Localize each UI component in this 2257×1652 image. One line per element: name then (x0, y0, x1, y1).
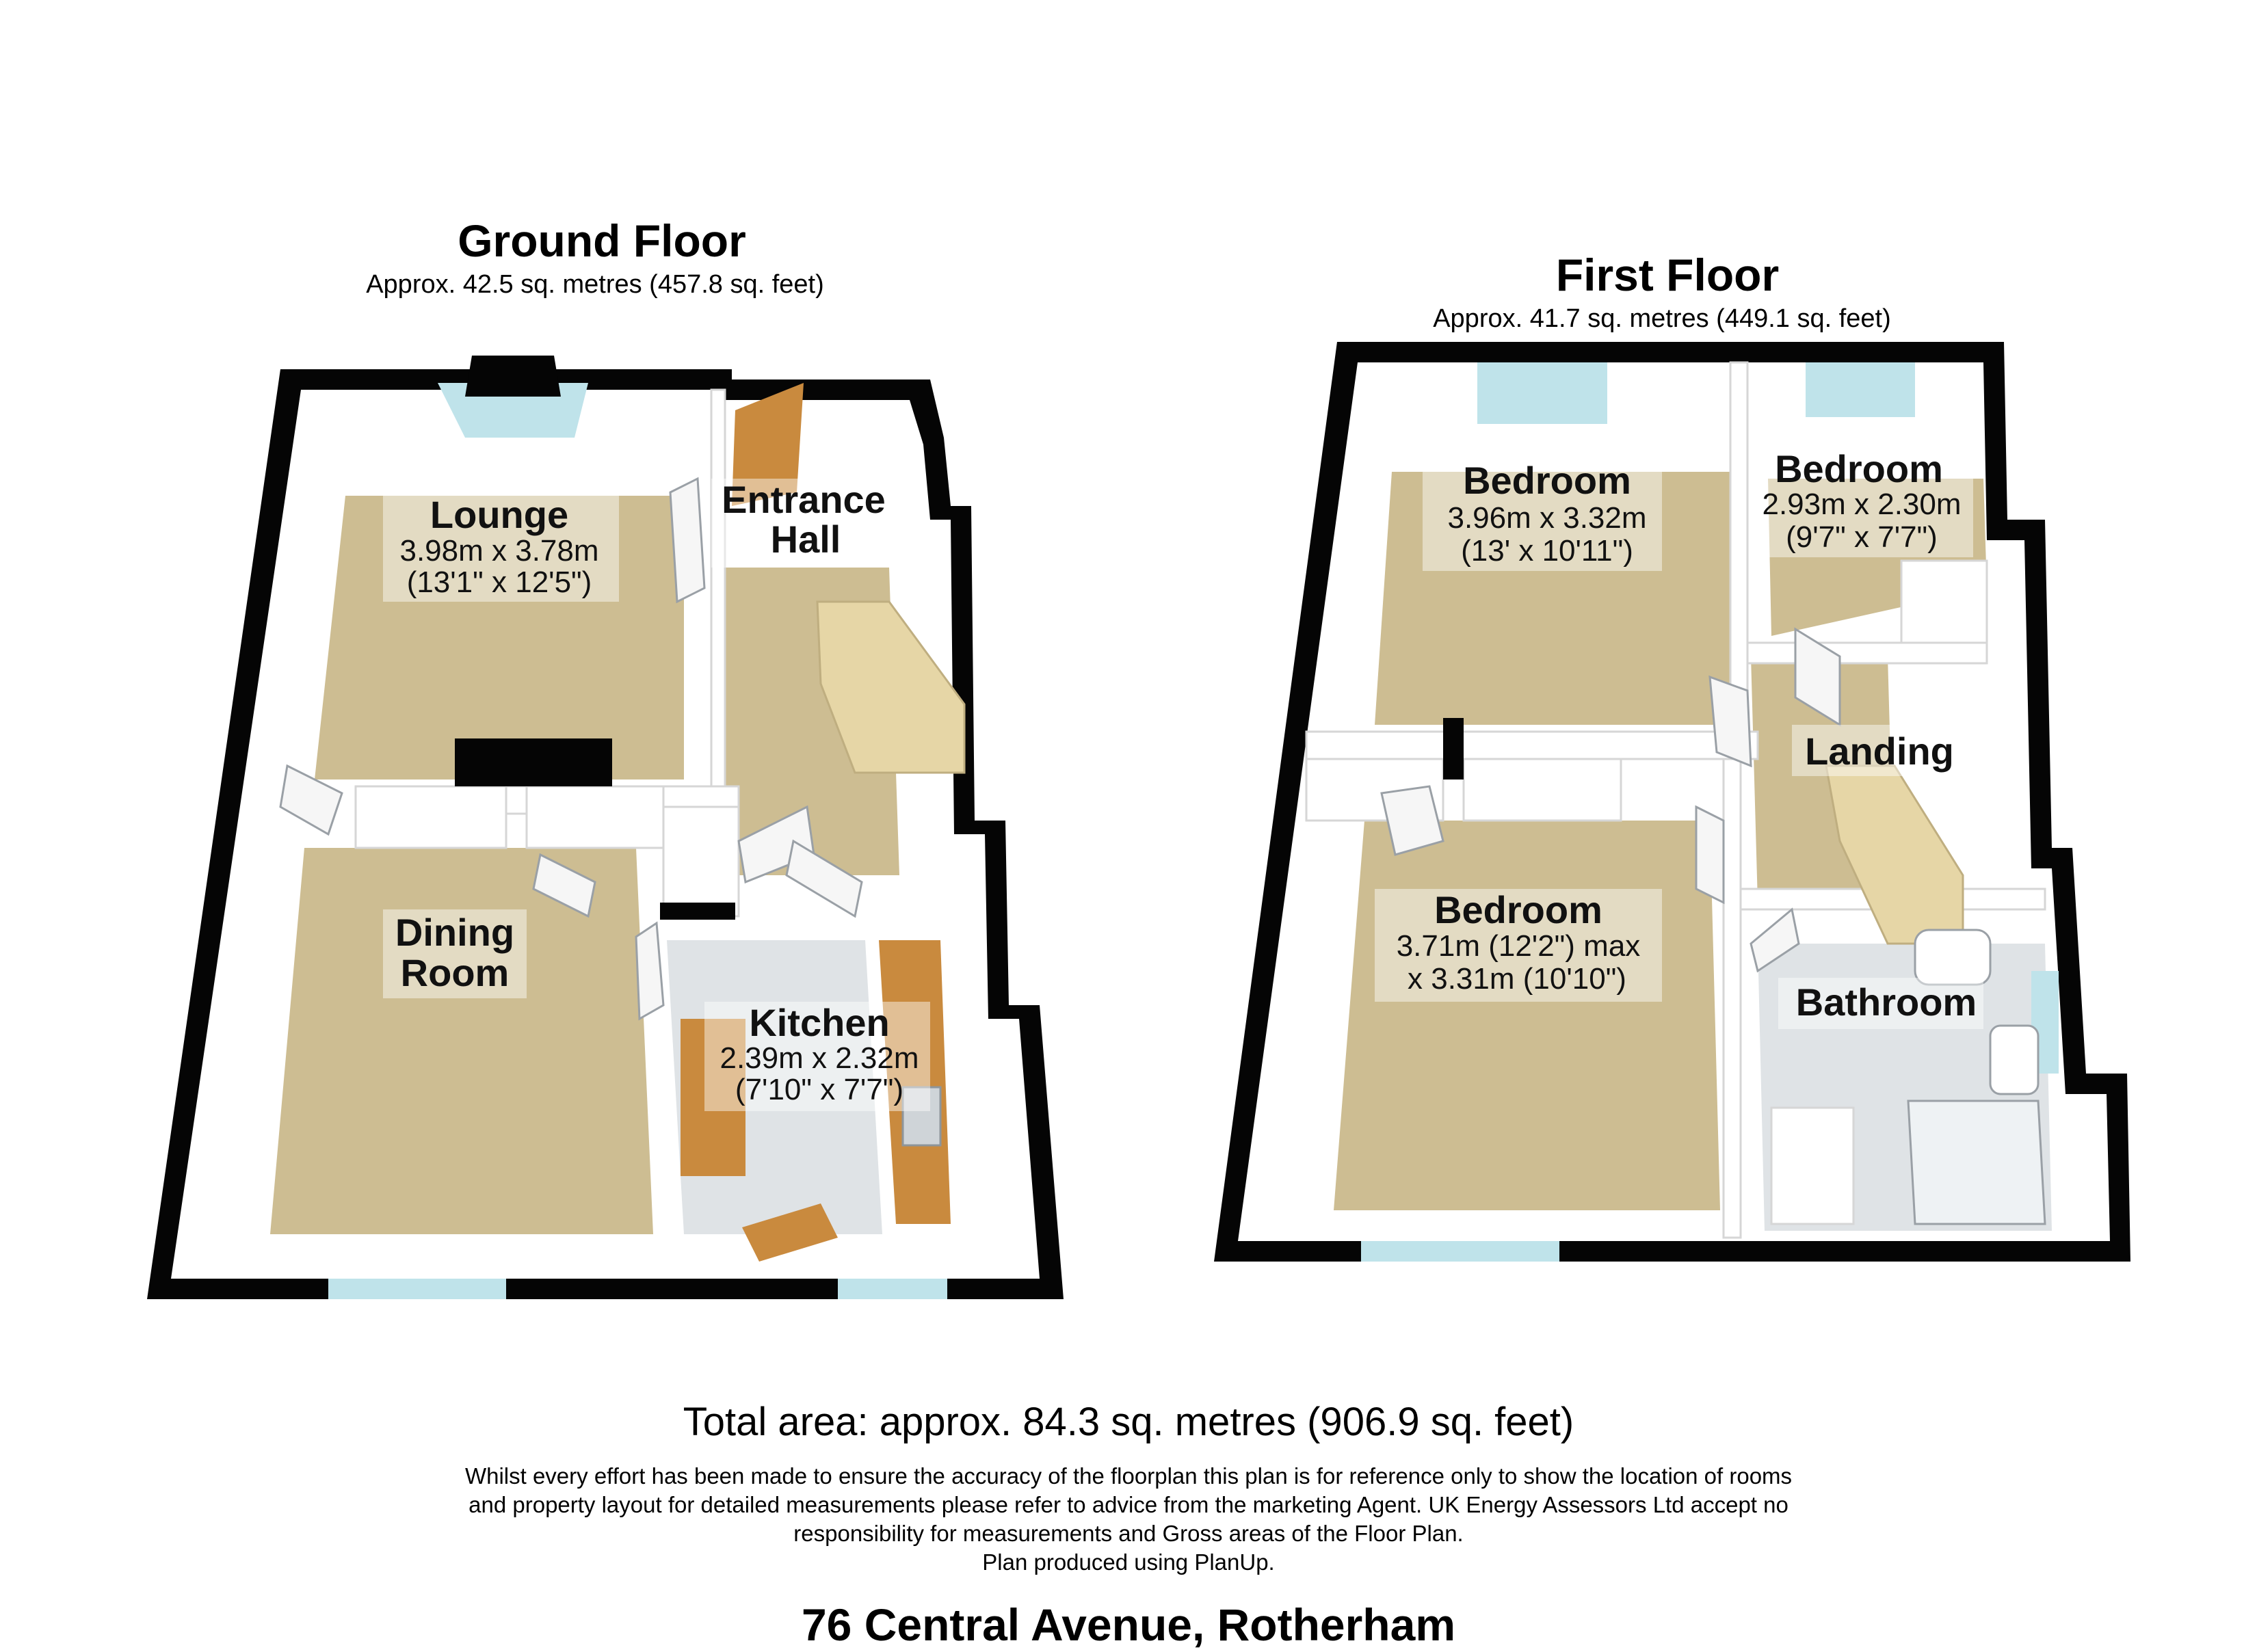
bathroom-label: Bathroom (1778, 978, 1983, 1029)
kitchen-name: Kitchen (749, 1001, 889, 1044)
dining-window (328, 1279, 506, 1299)
bedroom-2-landing-partition (1746, 641, 1988, 665)
chimney-flue (1443, 718, 1464, 780)
bedroom-1-window (1477, 362, 1607, 424)
bathroom-cupboard (1770, 1106, 1855, 1225)
bedroom-3-dimensions-width: x 3.31m (10'10") (1408, 962, 1626, 996)
kitchen-label: Kitchen 2.39m x 2.32m (7'10" x 7'7") (704, 1001, 930, 1111)
bathroom-door (1750, 907, 1800, 973)
lounge-dimensions-metric: 3.98m x 3.78m (399, 534, 598, 568)
dining-room-floor (270, 848, 653, 1234)
bedroom-1-label: Bedroom 3.96m x 3.32m (13' x 10'11") (1423, 458, 1662, 571)
bedroom-2-name: Bedroom (1775, 447, 1943, 490)
kitchen-dimensions-metric: 2.39m x 2.32m (720, 1041, 919, 1075)
ground-floor-area: Approx. 42.5 sq. metres (457.8 sq. feet) (366, 270, 824, 299)
first-floor-plan: First Floor Approx. 41.7 sq. metres (449… (1214, 250, 2130, 1262)
lounge-label: Lounge 3.98m x 3.78m (13'1" x 12'5") (383, 492, 619, 602)
first-floor-title: First Floor (1556, 250, 1779, 300)
dining-cupboard-2 (525, 785, 665, 849)
first-floor-area: Approx. 41.7 sq. metres (449.1 sq. feet) (1433, 304, 1891, 333)
kitchen-back-door (742, 1203, 838, 1262)
dining-kitchen-door (635, 921, 665, 1021)
lounge-door (669, 477, 706, 604)
disclaimer-line: and property layout for detailed measure… (468, 1492, 1789, 1517)
total-area: Total area: approx. 84.3 sq. metres (906… (683, 1400, 1574, 1444)
plan-footer: Total area: approx. 84.3 sq. metres (906… (0, 1395, 2257, 1652)
lounge-hall-partition (710, 388, 726, 801)
kitchen-sink (901, 1086, 942, 1147)
bedroom-3-door (1695, 805, 1725, 905)
plan-credit: Plan produced using PlanUp. (982, 1549, 1275, 1575)
disclaimer-line: responsibility for measurements and Gros… (793, 1521, 1464, 1546)
understairs-cupboard (662, 805, 740, 918)
ground-floor-plan: Ground Floor Approx. 42.5 sq. metres (45… (147, 215, 1064, 1299)
bedroom-2-door (1794, 627, 1841, 727)
bedroom-3-wardrobe-2 (1462, 758, 1622, 822)
bedroom-3-name: Bedroom (1434, 888, 1602, 931)
dining-cupboard-door (532, 853, 596, 918)
bedroom-1-floor (1375, 472, 1741, 725)
bedroom-1-door (1708, 675, 1752, 768)
toilet (1914, 929, 1992, 986)
dining-room-name-line1: Dining (395, 911, 514, 954)
bedroom-3-floor (1334, 821, 1720, 1210)
bedroom-1-name: Bedroom (1463, 459, 1631, 502)
chimney-breast (455, 738, 612, 786)
bedroom-2-dimensions-metric: 2.93m x 2.30m (1762, 488, 1961, 521)
bedroom-1-3-partition (1305, 730, 1759, 760)
bedroom-3-label: Bedroom 3.71m (12'2") max x 3.31m (10'10… (1375, 888, 1662, 1002)
bathroom-name: Bathroom (1796, 981, 1977, 1024)
dining-room-label: Dining Room (383, 909, 527, 998)
front-door (732, 383, 804, 506)
floorplan-diagram: Ground Floor Approx. 42.5 sq. metres (45… (147, 215, 2130, 1299)
kitchen-counter-right (879, 940, 951, 1224)
kitchen-dimensions-imperial: (7'10" x 7'7") (735, 1073, 903, 1106)
ground-floor-title: Ground Floor (458, 215, 746, 266)
lounge-dimensions-imperial: (13'1" x 12'5") (407, 565, 592, 599)
dining-room-name-line2: Room (401, 951, 510, 994)
bedroom-1-2-partition (1729, 361, 1749, 733)
bedroom-2-window (1806, 362, 1915, 417)
lounge-name: Lounge (430, 493, 568, 536)
wardrobe-door (1380, 785, 1444, 856)
landing-label: Landing (1792, 725, 1963, 776)
entrance-hall-label: Entrance Hall (711, 478, 896, 568)
dining-side-door (279, 764, 343, 836)
bedroom-3-window (1361, 1241, 1559, 1262)
kitchen-window (838, 1279, 947, 1299)
kitchen-door (785, 839, 863, 918)
wash-basin (1989, 1024, 2040, 1095)
bedroom-2-cupboard (1900, 559, 1988, 644)
disclaimer: Whilst every effort has been made to ens… (393, 1462, 1864, 1577)
entrance-hall-name-line1: Entrance (722, 478, 886, 521)
dining-cupboard-1 (354, 785, 507, 849)
property-address: 76 Central Avenue, Rotherham (801, 1599, 1456, 1650)
bedroom-3-dimensions-max: 3.71m (12'2") max (1397, 929, 1641, 963)
entrance-hall-name-line2: Hall (771, 518, 841, 561)
bath-shower (1907, 1100, 2046, 1225)
bedroom-3-landing-partition (1722, 758, 1742, 1239)
bedroom-2-dimensions-imperial: (9'7" x 7'7") (1786, 520, 1938, 554)
lounge-bay-wall (465, 356, 561, 397)
bedroom-2-label: Bedroom 2.93m x 2.30m (9'7" x 7'7") (1754, 447, 1973, 557)
bedroom-1-dimensions-imperial: (13' x 10'11") (1461, 534, 1633, 568)
bedroom-1-dimensions-metric: 3.96m x 3.32m (1447, 501, 1646, 535)
landing-name: Landing (1805, 730, 1954, 773)
lounge-floor (315, 496, 684, 780)
kitchen-counter-left (681, 1019, 745, 1176)
kitchen-divider-wall (660, 903, 735, 920)
disclaimer-line: Whilst every effort has been made to ens… (464, 1463, 1793, 1489)
ground-floor-stairs (816, 600, 966, 774)
